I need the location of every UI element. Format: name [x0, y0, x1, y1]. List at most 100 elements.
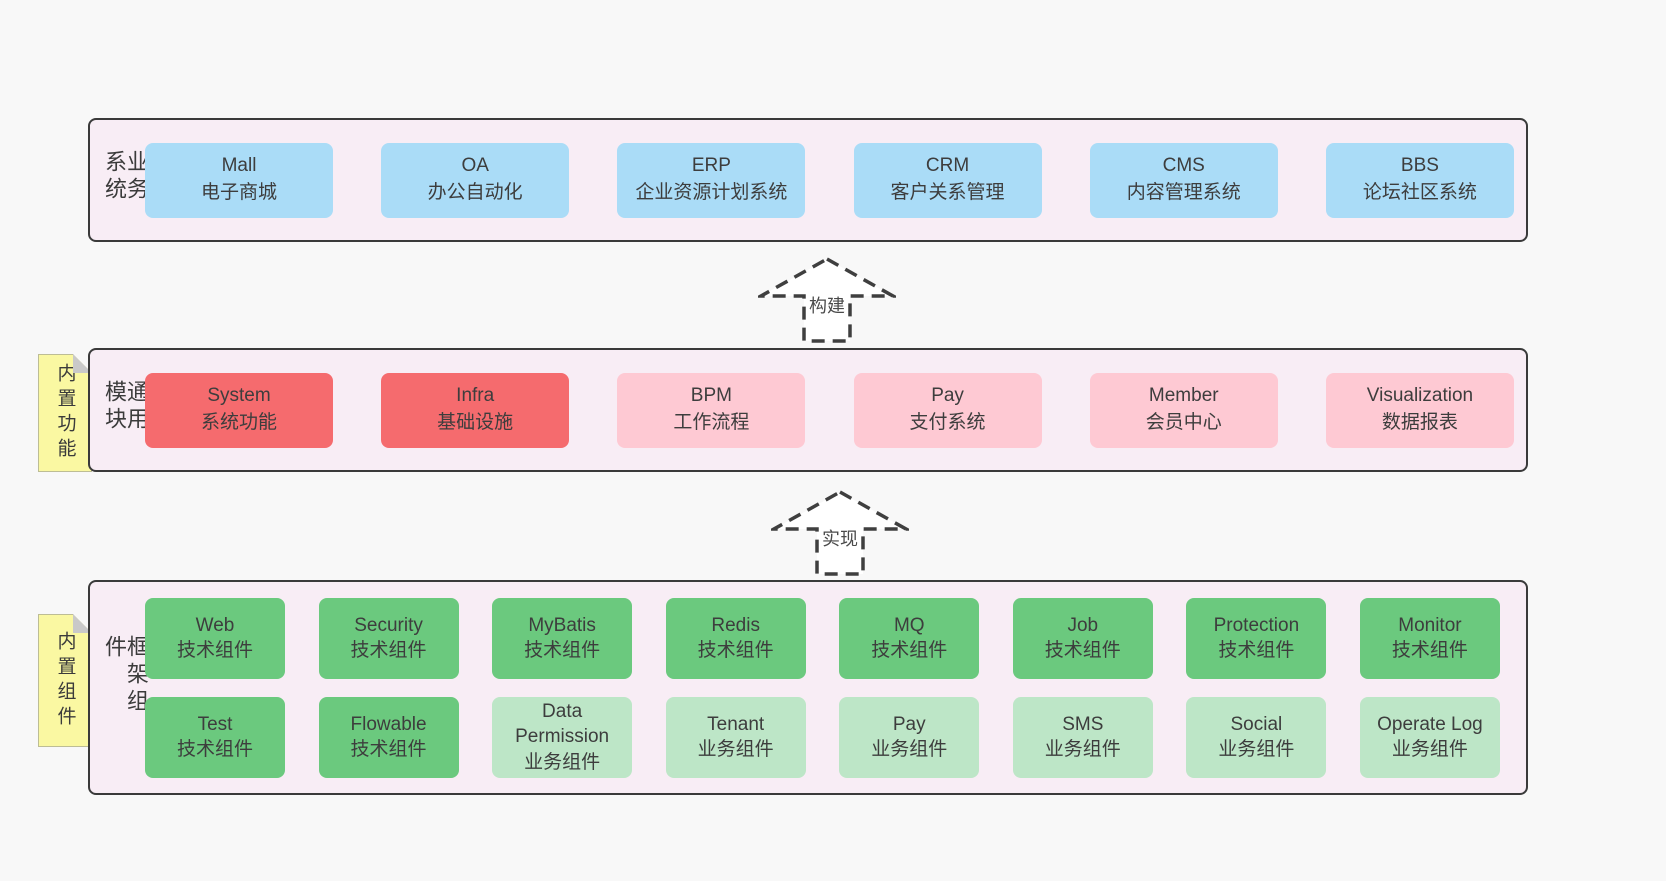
box-oa: OA 办公自动化: [381, 142, 570, 218]
box-member: Member 会员中心: [1089, 372, 1278, 448]
box-tenant: Tenant 业务组件: [665, 696, 806, 778]
box-title: Pay: [931, 385, 964, 407]
box-title: Redis: [711, 614, 760, 636]
box-subtitle: 基础设施: [437, 412, 514, 433]
box-subtitle: 业务组件: [1044, 739, 1121, 760]
box-test: Test 技术组件: [145, 696, 285, 778]
box-title: CRM: [925, 155, 970, 177]
box-title: Infra: [456, 385, 495, 407]
box-subtitle: 企业资源计划系统: [635, 182, 788, 203]
box-title: BPM: [690, 385, 732, 407]
box-flowable: Flowable 技术组件: [318, 696, 459, 778]
sticky-label: 内置组件: [54, 630, 76, 731]
box-title: Job: [1067, 614, 1099, 636]
box-redis: Redis 技术组件: [665, 597, 806, 679]
box-operate-log: Operate Log 业务组件: [1359, 696, 1500, 778]
box-title: Monitor: [1398, 614, 1462, 636]
box-title: MQ: [893, 614, 925, 636]
box-mall: Mall 电子商城: [145, 142, 333, 218]
section-label: 框架组件: [102, 634, 149, 716]
box-title: ERP: [691, 155, 731, 177]
box-cms: CMS 内容管理系统: [1089, 142, 1278, 218]
sticky-note-builtin-features: 内置功能: [38, 354, 92, 472]
box-title: BBS: [1400, 155, 1439, 177]
box-subtitle: 办公自动化: [427, 182, 523, 203]
box-bpm: BPM 工作流程: [617, 372, 806, 448]
box-subtitle: 客户关系管理: [890, 182, 1005, 203]
box-title: Mall: [221, 155, 257, 177]
box-subtitle: 会员中心: [1145, 412, 1222, 433]
box-title: Web: [195, 614, 235, 636]
sticky-note-builtin-components: 内置组件: [38, 614, 92, 747]
box-protection: Protection 技术组件: [1186, 597, 1327, 679]
box-subtitle: 技术组件: [1044, 640, 1121, 661]
box-subtitle: 技术组件: [350, 739, 427, 760]
box-subtitle: 支付系统: [909, 412, 986, 433]
box-subtitle: 技术组件: [1218, 640, 1295, 661]
box-title: Pay: [892, 713, 926, 735]
box-security: Security 技术组件: [318, 597, 459, 679]
box-sms: SMS 业务组件: [1012, 696, 1153, 778]
arrow-build: 构建: [758, 256, 896, 344]
box-title: Security: [354, 614, 423, 636]
component-row-2: Test 技术组件 Flowable 技术组件 Data Permission …: [145, 696, 1500, 778]
box-subtitle: 内容管理系统: [1126, 182, 1241, 203]
box-pay: Pay 支付系统: [853, 372, 1042, 448]
box-crm: CRM 客户关系管理: [853, 142, 1042, 218]
box-title: Social: [1230, 713, 1283, 735]
box-title: System: [207, 385, 271, 407]
box-mq: MQ 技术组件: [839, 597, 980, 679]
box-subtitle: 技术组件: [697, 640, 774, 661]
box-title: CMS: [1162, 155, 1205, 177]
arrow-implement-label: 实现: [819, 525, 861, 551]
box-visualization: Visualization 数据报表: [1325, 372, 1514, 448]
sticky-label: 内置功能: [54, 363, 76, 463]
section-label: 通用模块: [102, 380, 149, 434]
box-subtitle: 业务组件: [1391, 739, 1468, 760]
box-subtitle: 电子商城: [200, 182, 277, 203]
box-web: Web 技术组件: [145, 597, 285, 679]
component-row-1: Web 技术组件 Security 技术组件 MyBatis 技术组件 Redi…: [145, 597, 1500, 679]
box-subtitle: 业务组件: [524, 751, 601, 773]
box-title: SMS: [1062, 713, 1104, 735]
box-subtitle: 业务组件: [871, 739, 948, 760]
section-framework-components: 框架组件 Web 技术组件 Security 技术组件 MyBatis 技术组件…: [88, 580, 1528, 795]
box-title: Member: [1148, 385, 1219, 407]
box-subtitle: 论坛社区系统: [1362, 182, 1477, 203]
box-title: Protection: [1213, 614, 1300, 636]
box-title: Test: [197, 713, 233, 735]
business-boxes-row: Mall 电子商城 OA 办公自动化 ERP 企业资源计划系统 CRM 客户关系…: [145, 120, 1514, 240]
folded-corner-icon: [73, 614, 92, 633]
box-pay-biz: Pay 业务组件: [839, 696, 980, 778]
section-business-systems: 业务系统 Mall 电子商城 OA 办公自动化 ERP 企业资源计划系统 CRM…: [88, 118, 1528, 242]
section-common-modules: 通用模块 System 系统功能 Infra 基础设施 BPM 工作流程 Pay…: [88, 348, 1528, 472]
box-subtitle: 数据报表: [1381, 412, 1458, 433]
box-social: Social 业务组件: [1186, 696, 1327, 778]
box-subtitle: 技术组件: [524, 640, 601, 661]
box-job: Job 技术组件: [1012, 597, 1153, 679]
box-title: Operate Log: [1377, 713, 1483, 735]
box-subtitle: 技术组件: [176, 640, 253, 661]
arrow-implement: 实现: [771, 489, 909, 577]
box-title: Flowable: [350, 713, 427, 735]
box-subtitle: 系统功能: [200, 412, 277, 433]
box-title: OA: [461, 155, 489, 177]
box-subtitle: 技术组件: [1391, 640, 1468, 661]
section-label: 业务系统: [102, 150, 149, 204]
box-subtitle: 技术组件: [871, 640, 948, 661]
arrow-build-label: 构建: [806, 292, 848, 318]
box-title: MyBatis: [528, 614, 596, 636]
box-bbs: BBS 论坛社区系统: [1325, 142, 1514, 218]
box-infra: Infra 基础设施: [381, 372, 570, 448]
box-title: Tenant: [707, 713, 765, 735]
box-subtitle: 业务组件: [1218, 739, 1295, 760]
box-monitor: Monitor 技术组件: [1359, 597, 1500, 679]
box-mybatis: MyBatis 技术组件: [492, 597, 633, 679]
component-rows: Web 技术组件 Security 技术组件 MyBatis 技术组件 Redi…: [145, 582, 1500, 793]
module-boxes-row: System 系统功能 Infra 基础设施 BPM 工作流程 Pay 支付系统…: [145, 350, 1514, 470]
box-data-permission: Data Permission 业务组件: [492, 696, 633, 778]
box-title: Visualization: [1366, 385, 1474, 407]
box-subtitle: 技术组件: [176, 739, 253, 760]
box-subtitle: 技术组件: [350, 640, 427, 661]
